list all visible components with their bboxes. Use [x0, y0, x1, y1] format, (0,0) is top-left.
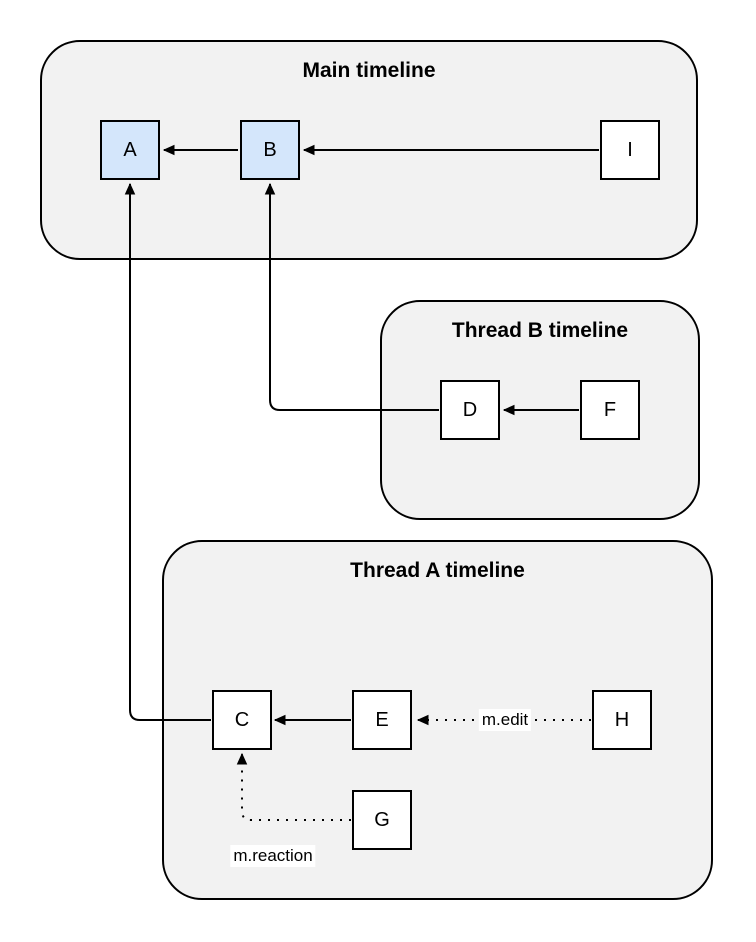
group-thread-b-timeline: Thread B timeline [380, 300, 700, 520]
node-f: F [580, 380, 640, 440]
edge-label-m-reaction: m.reaction [230, 845, 316, 867]
group-thread-b-timeline-title: Thread B timeline [451, 319, 629, 342]
node-i: I [600, 120, 660, 180]
node-a: A [100, 120, 160, 180]
node-b: B [240, 120, 300, 180]
node-g: G [352, 790, 412, 850]
node-e: E [352, 690, 412, 750]
edge-label-m-edit: m.edit [478, 709, 532, 731]
group-main-timeline-title: Main timeline [302, 59, 436, 82]
node-c: C [212, 690, 272, 750]
node-h: H [592, 690, 652, 750]
node-d: D [440, 380, 500, 440]
group-thread-a-timeline-title: Thread A timeline [350, 559, 525, 582]
